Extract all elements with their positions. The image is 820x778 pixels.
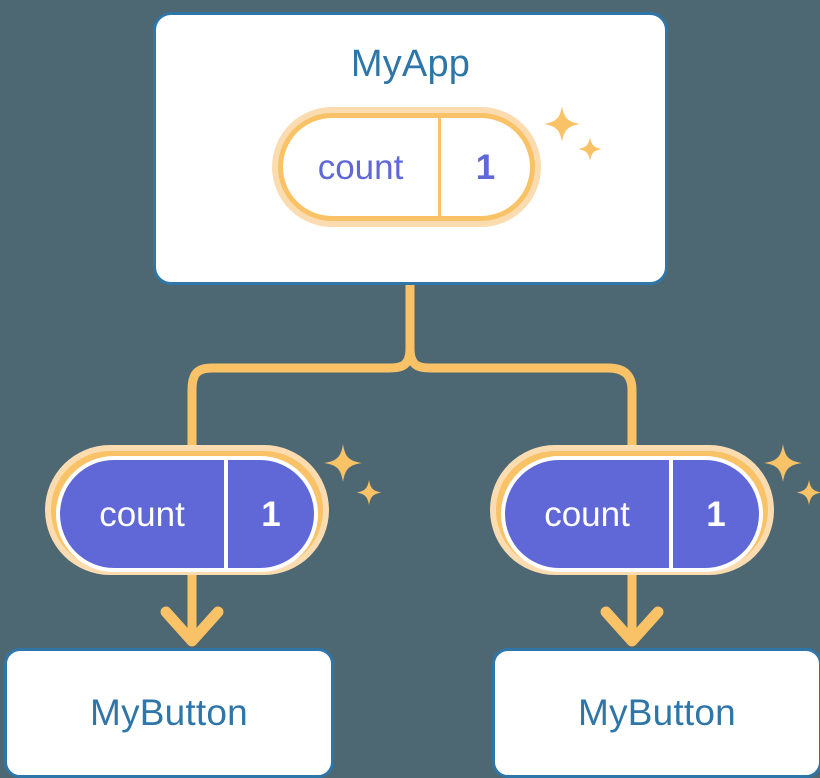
node-myapp-title: MyApp (156, 43, 665, 86)
sparkle-group-left (320, 440, 390, 515)
state-pill-inner: count 1 (56, 456, 318, 572)
state-pill-value: 1 (673, 460, 759, 568)
sparkle-four-point-icon (324, 444, 362, 482)
state-pill-body: count 1 (60, 460, 314, 568)
state-pill-inner: count 1 (283, 118, 530, 216)
node-mybutton-left-card[interactable]: MyButton (4, 648, 334, 778)
sparkle-four-point-icon (764, 444, 802, 482)
state-pill-body: count 1 (505, 460, 759, 568)
connector-branch-right (410, 348, 632, 458)
state-pill-value: 1 (228, 460, 314, 568)
arrow-down-icon-right (606, 612, 658, 641)
sparkle-four-point-small-icon (357, 480, 382, 505)
state-pill-key: count (60, 460, 228, 568)
state-pill-key: count (283, 118, 441, 216)
node-mybutton-right-title: MyButton (578, 692, 736, 734)
state-pill-left[interactable]: count 1 (56, 456, 318, 564)
sparkle-four-point-small-icon (797, 480, 820, 505)
state-pill-right[interactable]: count 1 (501, 456, 763, 564)
connector-branch-left (192, 348, 410, 458)
node-mybutton-left-title: MyButton (90, 692, 248, 734)
state-pill-key: count (505, 460, 673, 568)
node-mybutton-right-card[interactable]: MyButton (492, 648, 820, 778)
state-pill-value: 1 (441, 118, 530, 216)
state-pill-myapp[interactable]: count 1 (283, 118, 530, 216)
arrow-down-icon-left (166, 612, 218, 641)
state-pill-inner: count 1 (501, 456, 763, 572)
